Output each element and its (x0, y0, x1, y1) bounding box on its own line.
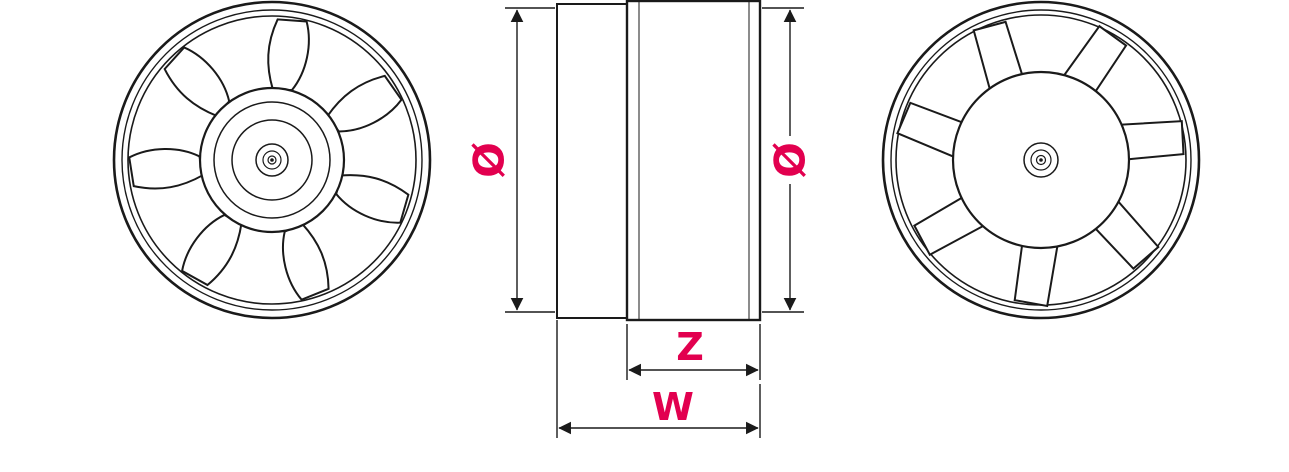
fan-front-blades (128, 18, 410, 301)
dimension-lines (505, 7, 804, 438)
hub-center-dot (270, 158, 274, 162)
dimension-labels: Ø Ø Z W (465, 142, 815, 429)
diameter-label-left: Ø (465, 142, 514, 178)
side-view-spigot (556, 3, 628, 319)
fan-front-hub (198, 86, 346, 234)
motor-center-dot (1039, 158, 1043, 162)
width-dimension-w (556, 320, 761, 438)
fan-front-view (112, 0, 432, 320)
fan-rear-view (881, 0, 1201, 320)
diameter-dimension-left (505, 7, 555, 313)
side-view-body (625, 0, 762, 322)
fan-rear-motor-disc (951, 70, 1131, 250)
fan-side-view (556, 0, 762, 322)
width-label-w: W (652, 385, 694, 429)
depth-dimension-z (626, 324, 761, 380)
diameter-label-right: Ø (766, 142, 815, 178)
depth-label-z: Z (676, 325, 704, 369)
fan-front-rim (112, 0, 432, 320)
diameter-dimension-right (762, 7, 804, 313)
